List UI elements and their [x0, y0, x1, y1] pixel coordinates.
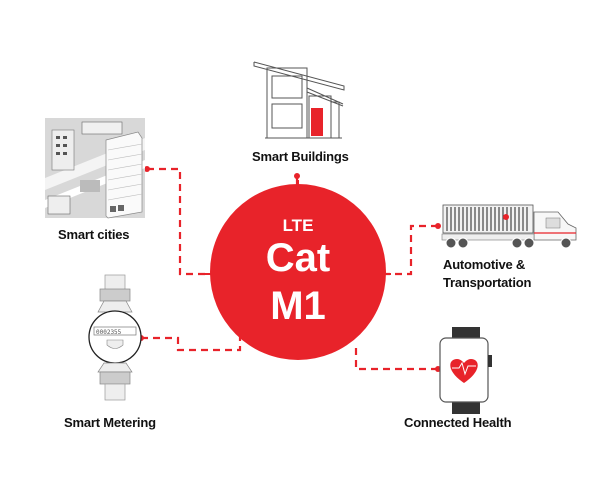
meter-reading: 0002355: [96, 329, 122, 336]
water-meter-icon: 0002355: [88, 274, 142, 401]
hub-label-lte: LTE: [282, 216, 314, 235]
connector-dot: [435, 223, 441, 229]
connector-smart-cities: [147, 167, 215, 276]
city-icon: [45, 118, 145, 219]
house-icon: [253, 61, 345, 139]
label-automotive-line2: Transportation: [443, 275, 532, 290]
connector-dot: [294, 173, 300, 179]
connectors: [141, 167, 438, 371]
smartwatch-heart-icon: [439, 327, 492, 414]
hub-label-m1: M1: [270, 284, 326, 328]
truck-icon: [441, 204, 577, 249]
label-connected-health: Connected Health: [404, 415, 512, 430]
connector-smart-metering: [141, 335, 242, 352]
label-smart-cities: Smart cities: [58, 227, 130, 242]
connector-dot: [144, 166, 150, 172]
label-automotive-line1: Automotive &: [443, 257, 526, 272]
hub-circle: [210, 184, 386, 360]
connector-connected-health: [354, 345, 438, 371]
label-smart-metering: Smart Metering: [64, 415, 156, 430]
connector-automotive: [384, 224, 438, 276]
hub-ticks: [205, 180, 391, 275]
hub-label-cat: Cat: [265, 236, 331, 280]
label-smart-buildings: Smart Buildings: [252, 149, 349, 164]
